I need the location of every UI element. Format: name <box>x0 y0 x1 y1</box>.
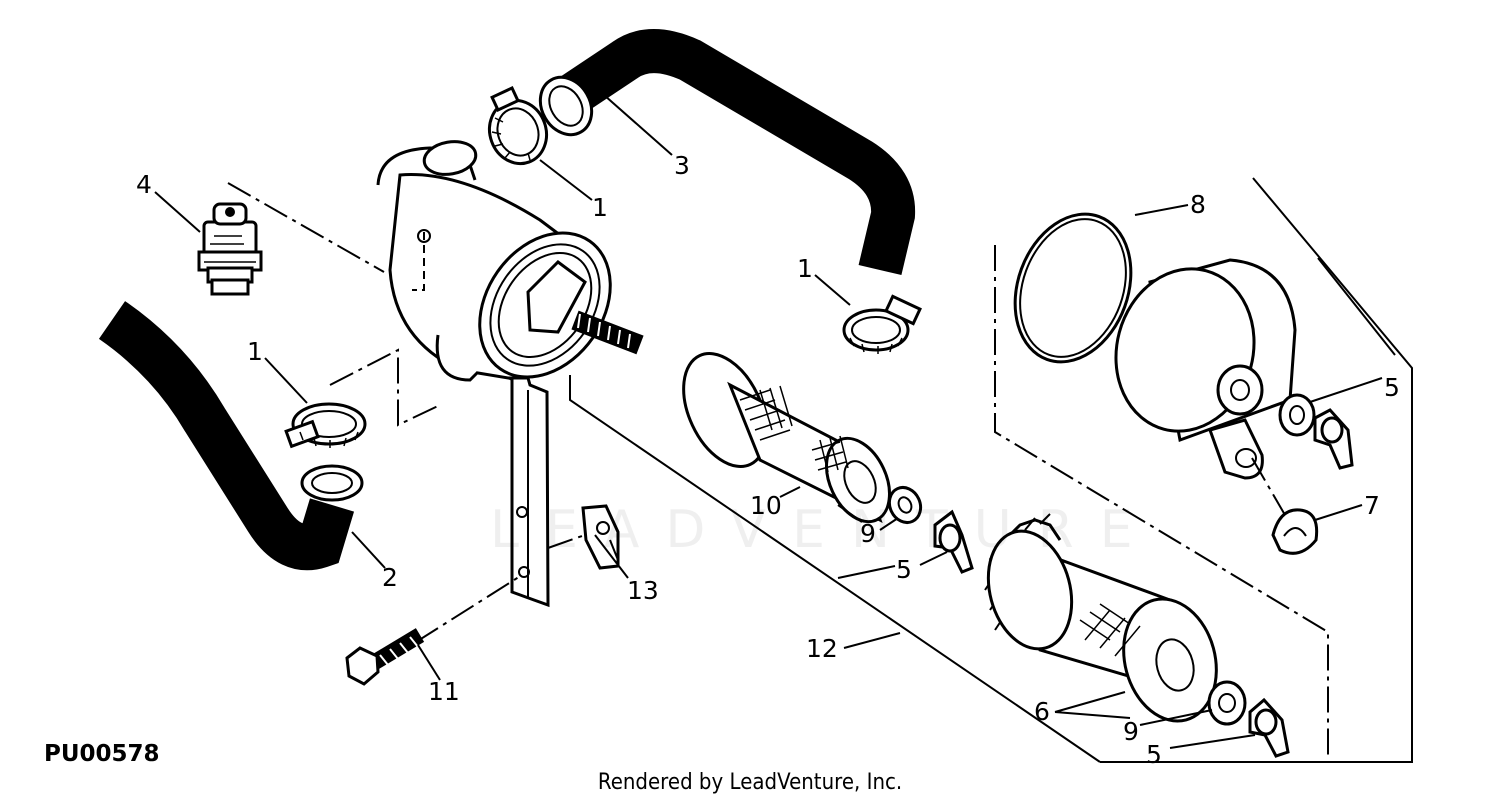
callout-3: 3 <box>674 151 690 180</box>
callout-1-top: 1 <box>592 193 608 222</box>
group-lines <box>569 177 1413 763</box>
washer-lower <box>1207 680 1247 726</box>
callout-12: 12 <box>806 634 838 663</box>
callout-5-lower: 5 <box>1146 740 1162 769</box>
callout-2: 2 <box>382 563 398 592</box>
seal-ring <box>1013 212 1133 364</box>
wing-nut-upper-right <box>1313 408 1354 470</box>
clamp-mid <box>842 294 922 354</box>
air-cleaner-housing <box>376 140 644 608</box>
assembly-lines <box>227 182 1329 755</box>
washer-upper <box>887 485 923 525</box>
callout-7: 7 <box>1364 491 1380 520</box>
callout-1-mid: 1 <box>797 254 813 283</box>
wing-nut-mid <box>933 509 974 574</box>
sensor-switch <box>197 202 263 296</box>
callout-6: 6 <box>1034 697 1050 726</box>
wing-nut-lower <box>1248 697 1290 758</box>
leader-lines <box>154 94 1383 749</box>
callout-10: 10 <box>750 491 782 520</box>
callout-9-lower: 9 <box>1123 717 1139 746</box>
callout-13: 13 <box>627 576 659 605</box>
clamp-left <box>284 402 367 449</box>
callout-8: 8 <box>1190 190 1206 219</box>
footer-credit: Rendered by LeadVenture, Inc. <box>597 770 903 795</box>
hose-lower <box>98 301 364 571</box>
clamp-top <box>488 86 548 166</box>
watermark: LEADVENTURE <box>490 500 1159 560</box>
callout-5-mid: 5 <box>896 555 912 584</box>
primary-filter <box>984 513 1218 723</box>
diagram-code: PU00578 <box>44 741 160 767</box>
callouts: 1 3 4 1 1 8 5 7 2 10 9 5 13 12 11 6 9 5 <box>136 151 1400 769</box>
callout-11: 11 <box>428 677 460 706</box>
dust-valve <box>1271 508 1319 555</box>
bolt <box>345 628 425 686</box>
washer-upper-right <box>1278 393 1316 437</box>
callout-5-upper: 5 <box>1384 373 1400 402</box>
callout-1-left: 1 <box>247 337 263 366</box>
callout-9-upper: 9 <box>860 519 876 548</box>
callout-4: 4 <box>136 170 152 199</box>
inner-filter <box>682 352 891 524</box>
hose-upper <box>538 29 916 276</box>
